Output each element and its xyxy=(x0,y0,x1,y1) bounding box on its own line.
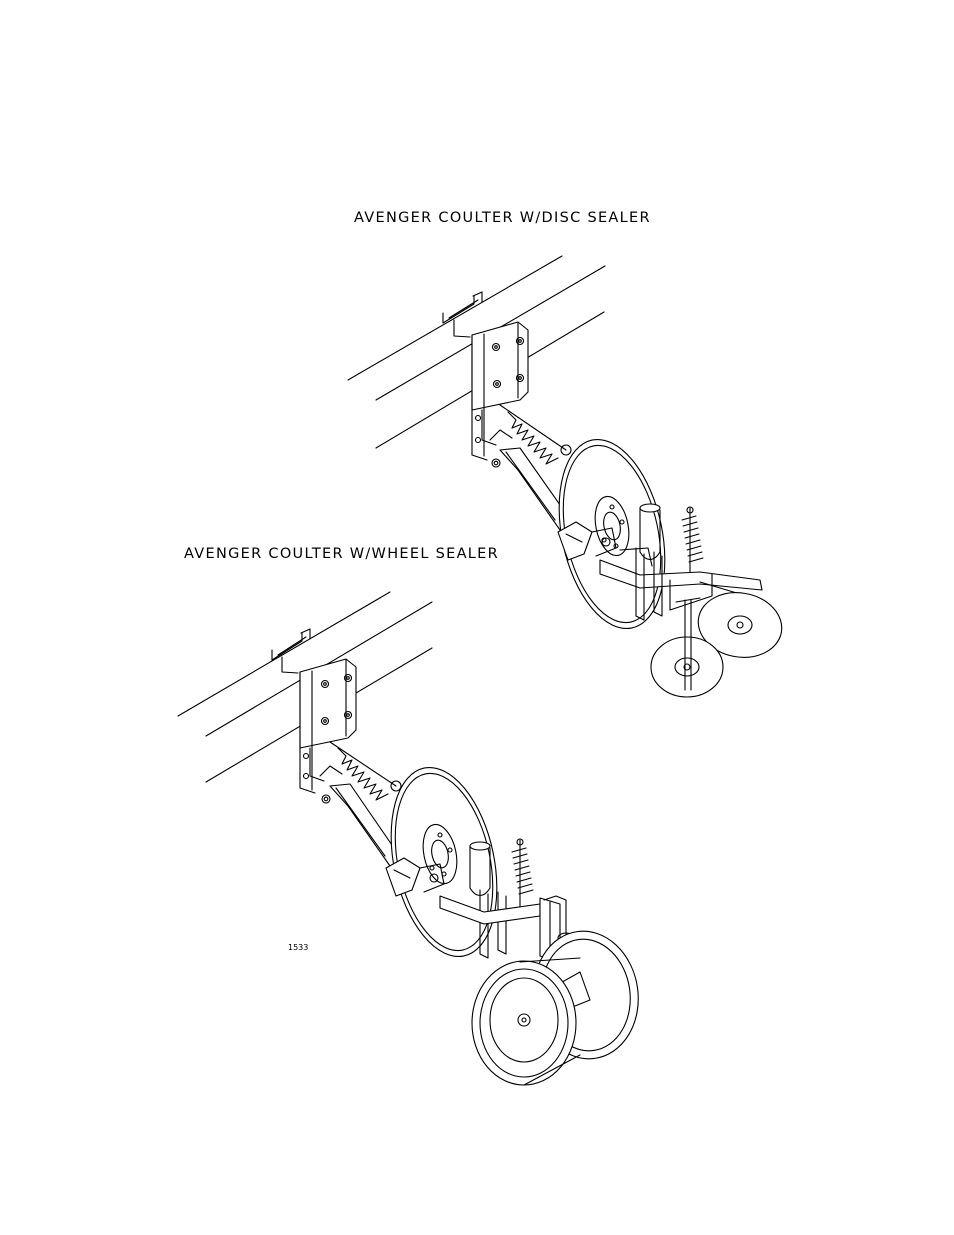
mount-bracket xyxy=(272,629,310,673)
wheel-sealer-assembly xyxy=(178,592,646,1085)
mount-plate xyxy=(300,659,356,803)
mount-bracket xyxy=(443,292,482,337)
down-pressure-spring xyxy=(320,742,401,800)
mount-plate xyxy=(472,322,528,467)
sealer-spring xyxy=(682,507,703,580)
sealer-discs xyxy=(651,586,787,697)
sealer-spring xyxy=(512,839,533,912)
disc-sealer-assembly xyxy=(348,256,787,697)
down-pressure-spring xyxy=(490,405,571,464)
